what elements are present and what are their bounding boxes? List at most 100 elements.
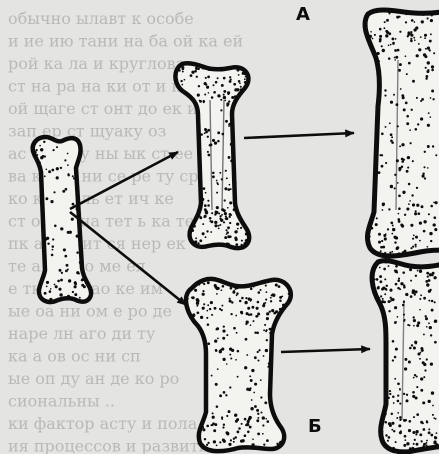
stipple-dot: [221, 208, 224, 211]
stipple-dot: [63, 248, 66, 251]
stipple-dot: [204, 204, 207, 207]
stipple-dot: [236, 332, 238, 334]
stipple-dot: [384, 89, 386, 91]
stipple-dot: [425, 67, 427, 69]
stipple-dot: [406, 207, 409, 210]
stipple-dot: [221, 214, 223, 216]
stipple-dot: [251, 306, 254, 309]
stipple-dot: [412, 289, 415, 292]
stipple-dot: [215, 81, 218, 84]
stipple-dot: [430, 19, 433, 22]
stipple-dot: [205, 192, 207, 194]
stipple-dot: [414, 21, 416, 23]
stipple-dot: [428, 112, 430, 114]
stipple-dot: [220, 99, 222, 101]
stipple-dot: [178, 69, 180, 71]
stipple-dot: [237, 228, 239, 230]
stipple-dot: [224, 100, 226, 102]
stipple-dot: [395, 56, 398, 59]
stipple-dot: [416, 413, 419, 416]
stipple-dot: [52, 245, 55, 248]
stipple-dot: [241, 312, 244, 315]
stipple-dot: [415, 290, 418, 293]
stipple-dot: [403, 284, 405, 286]
stipple-dot: [250, 379, 253, 382]
stipple-dot: [396, 16, 399, 19]
stipple-dot: [238, 74, 240, 76]
stipple-dot: [222, 285, 225, 288]
stipple-dot: [434, 228, 437, 231]
stipple-dot: [254, 383, 257, 386]
stipple-dot: [406, 399, 409, 402]
stipple-dot: [398, 69, 401, 72]
stipple-dot: [225, 170, 227, 172]
stipple-dot: [428, 279, 431, 282]
stipple-dot: [390, 185, 393, 188]
stipple-dot: [244, 73, 246, 75]
stipple-dot: [266, 317, 269, 320]
stipple-dot: [53, 191, 55, 193]
stipple-dot: [411, 109, 413, 111]
stipple-dot: [424, 151, 426, 153]
stipple-dot: [400, 88, 402, 90]
stipple-dot: [234, 95, 237, 98]
stipple-dot: [408, 429, 411, 432]
stipple-dot: [383, 253, 385, 255]
stipple-dot: [196, 298, 199, 301]
stipple-dot: [236, 430, 239, 433]
stipple-dot: [413, 235, 415, 237]
stipple-dot: [375, 223, 378, 226]
stipple-dot: [271, 293, 274, 296]
stipple-dot: [405, 102, 408, 105]
stipple-dot: [237, 376, 239, 378]
stipple-dot: [376, 52, 379, 55]
stipple-dot: [379, 275, 382, 278]
stipple-dot: [207, 442, 209, 444]
stipple-dot: [406, 170, 409, 173]
stipple-dot: [399, 403, 401, 405]
stipple-dot: [225, 215, 227, 217]
stipple-dot: [225, 448, 228, 451]
stipple-dot: [381, 45, 383, 47]
stipple-dot: [189, 289, 191, 291]
stipple-dot: [378, 261, 380, 263]
stipple-dot: [413, 266, 416, 269]
stipple-dot: [391, 422, 394, 425]
stipple-dot: [230, 214, 232, 216]
stipple-dot: [385, 126, 387, 128]
stipple-dot: [243, 242, 246, 245]
stipple-dot: [244, 418, 247, 421]
stipple-dot: [391, 429, 393, 431]
stipple-dot: [254, 285, 256, 287]
stipple-dot: [379, 35, 382, 38]
stipple-dot: [257, 433, 260, 436]
stipple-dot: [222, 337, 225, 340]
stipple-dot: [208, 342, 211, 345]
stipple-dot: [389, 289, 392, 292]
stipple-dot: [60, 167, 62, 169]
stipple-dot: [217, 140, 220, 143]
stipple-dot: [208, 244, 211, 247]
stipple-dot: [209, 144, 211, 146]
stipple-dot: [412, 395, 415, 398]
stipple-dot: [422, 175, 424, 177]
stipple-dot: [430, 205, 433, 208]
stipple-dot: [423, 376, 425, 378]
stipple-dot: [389, 393, 391, 395]
stipple-dot: [383, 27, 385, 29]
stipple-dot: [399, 416, 402, 419]
stipple-dot: [420, 100, 422, 102]
stipple-dot: [419, 298, 421, 300]
stipple-dot: [228, 123, 231, 126]
stipple-dot: [263, 329, 265, 331]
background-text-line: ка а ов ос ни сп: [8, 347, 141, 366]
stipple-dot: [221, 133, 224, 136]
stipple-dot: [398, 424, 401, 427]
stipple-dot: [212, 139, 215, 142]
stipple-dot: [412, 245, 414, 247]
stipple-dot: [427, 17, 429, 19]
stipple-dot: [44, 155, 46, 157]
stipple-dot: [394, 378, 396, 380]
stipple-dot: [203, 187, 206, 190]
stipple-dot: [51, 254, 54, 257]
